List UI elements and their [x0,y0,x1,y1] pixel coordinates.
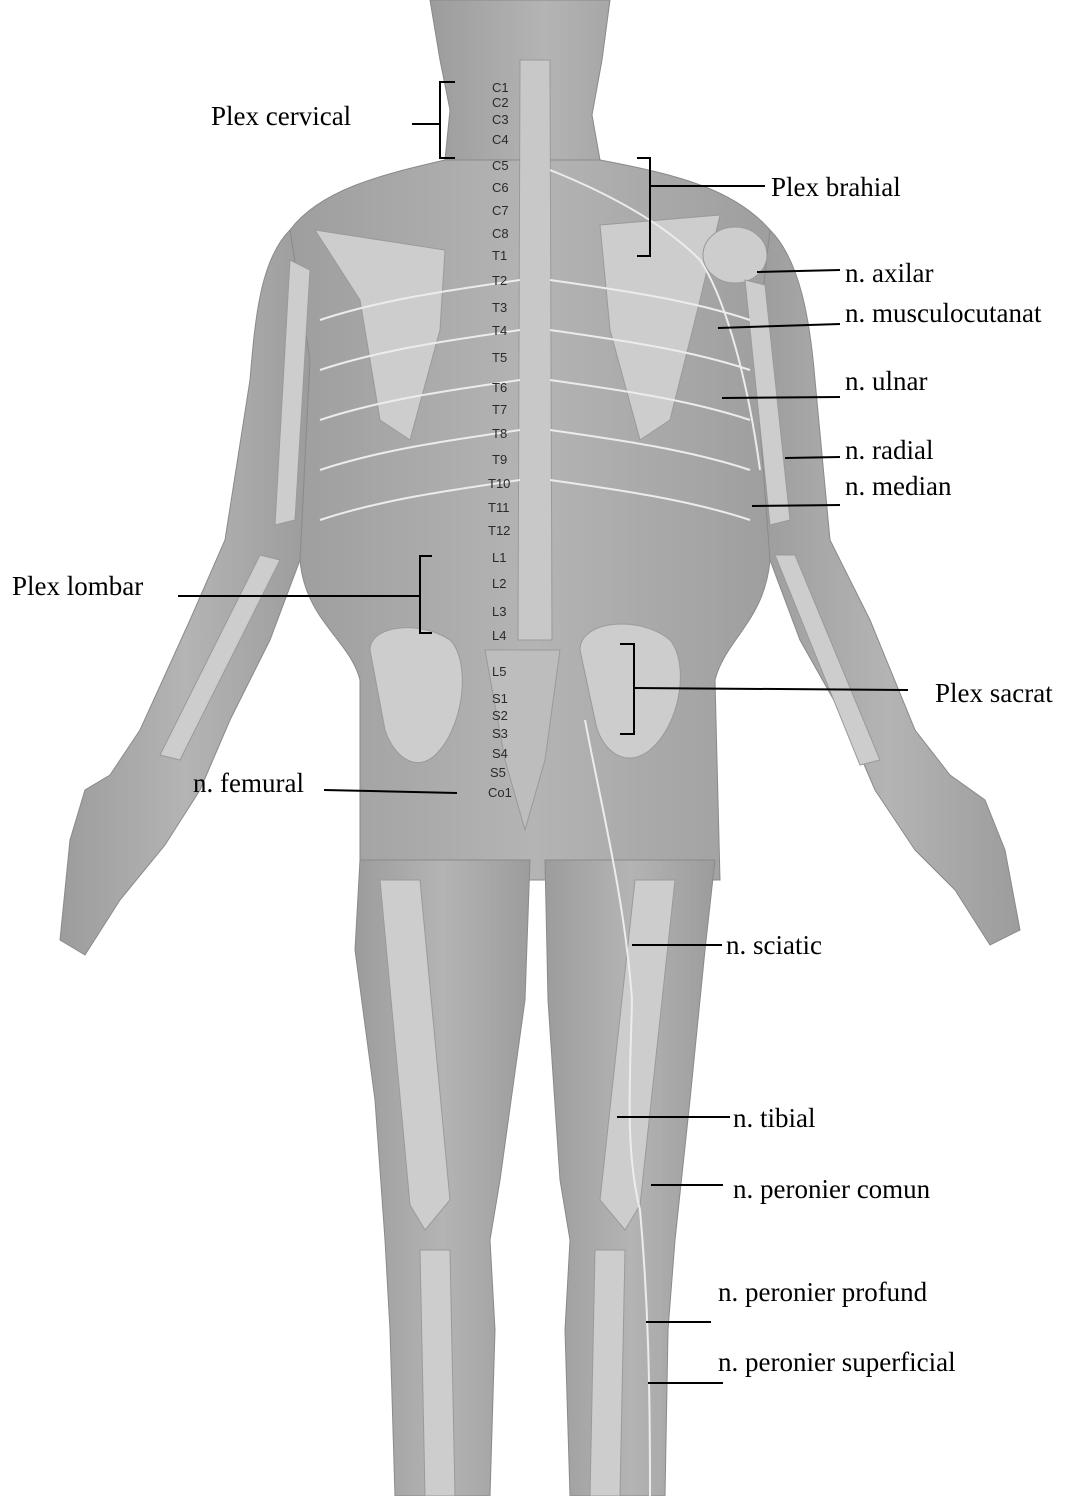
spinal-segment-c3: C3 [492,112,509,127]
spinal-segment-c8: C8 [492,226,509,241]
spinal-segment-t7: T7 [492,402,507,417]
spinal-segment-l3: L3 [492,604,506,619]
spinal-segment-t1: T1 [492,248,507,263]
n-median-leader [752,505,840,506]
spinal-segment-t10: T10 [488,476,510,491]
spinal-segment-t3: T3 [492,300,507,315]
label-n-radial: n. radial [845,435,933,465]
label-plex-brahial: Plex brahial [771,172,901,202]
label-n-femural: n. femural [193,768,304,798]
spinal-segment-c4: C4 [492,132,509,147]
spinal-segment-c2: C2 [492,95,509,110]
spinal-segment-t12: T12 [488,523,510,538]
spinal-segment-s4: S4 [492,746,508,761]
label-n-median: n. median [845,471,952,501]
label-n-axilar: n. axilar [845,258,933,288]
spinal-segment-s1: S1 [492,691,508,706]
spinal-segment-t9: T9 [492,452,507,467]
left-tibia [420,1250,455,1496]
spinal-segment-l1: L1 [492,550,506,565]
label-n-peronier-profund: n. peronier profund [718,1277,928,1307]
spinal-segment-c6: C6 [492,180,509,195]
spinal-segment-s2: S2 [492,708,508,723]
spinal-segment-t5: T5 [492,350,507,365]
label-n-ulnar: n. ulnar [845,366,927,396]
right-tibia [590,1250,625,1496]
n-radial-leader [785,457,840,458]
spinal-segment-t2: T2 [492,273,507,288]
spinal-segment-t11: T11 [488,500,509,515]
label-plex-sacrat: Plex sacrat [935,678,1053,708]
spinal-segment-t6: T6 [492,380,507,395]
label-n-tibial: n. tibial [733,1103,816,1133]
label-n-peronier-superficial: n. peronier superficial [718,1347,956,1377]
spinal-segment-c5: C5 [492,158,509,173]
label-n-sciatic: n. sciatic [726,930,822,960]
spinal-segment-t8: T8 [492,426,507,441]
label-plex-lombar: Plex lombar [12,571,143,601]
spinal-column [518,60,552,640]
label-plex-cervical: Plex cervical [211,101,351,131]
spinal-segment-l2: L2 [492,576,506,591]
n-ulnar-leader [722,397,840,398]
spinal-segment-co1: Co1 [488,785,512,800]
right-humeral-head [703,227,767,283]
spinal-segment-t4: T4 [492,323,507,338]
label-n-musculocutanat: n. musculocutanat [845,298,1042,328]
spinal-segment-s5: S5 [490,765,506,780]
spinal-segment-s3: S3 [492,726,508,741]
spinal-segment-c1: C1 [492,80,509,95]
spinal-segment-l5: L5 [492,664,506,679]
spinal-segment-l4: L4 [492,628,506,643]
label-n-peronier-comun: n. peronier comun [733,1174,931,1204]
spinal-segment-c7: C7 [492,203,509,218]
